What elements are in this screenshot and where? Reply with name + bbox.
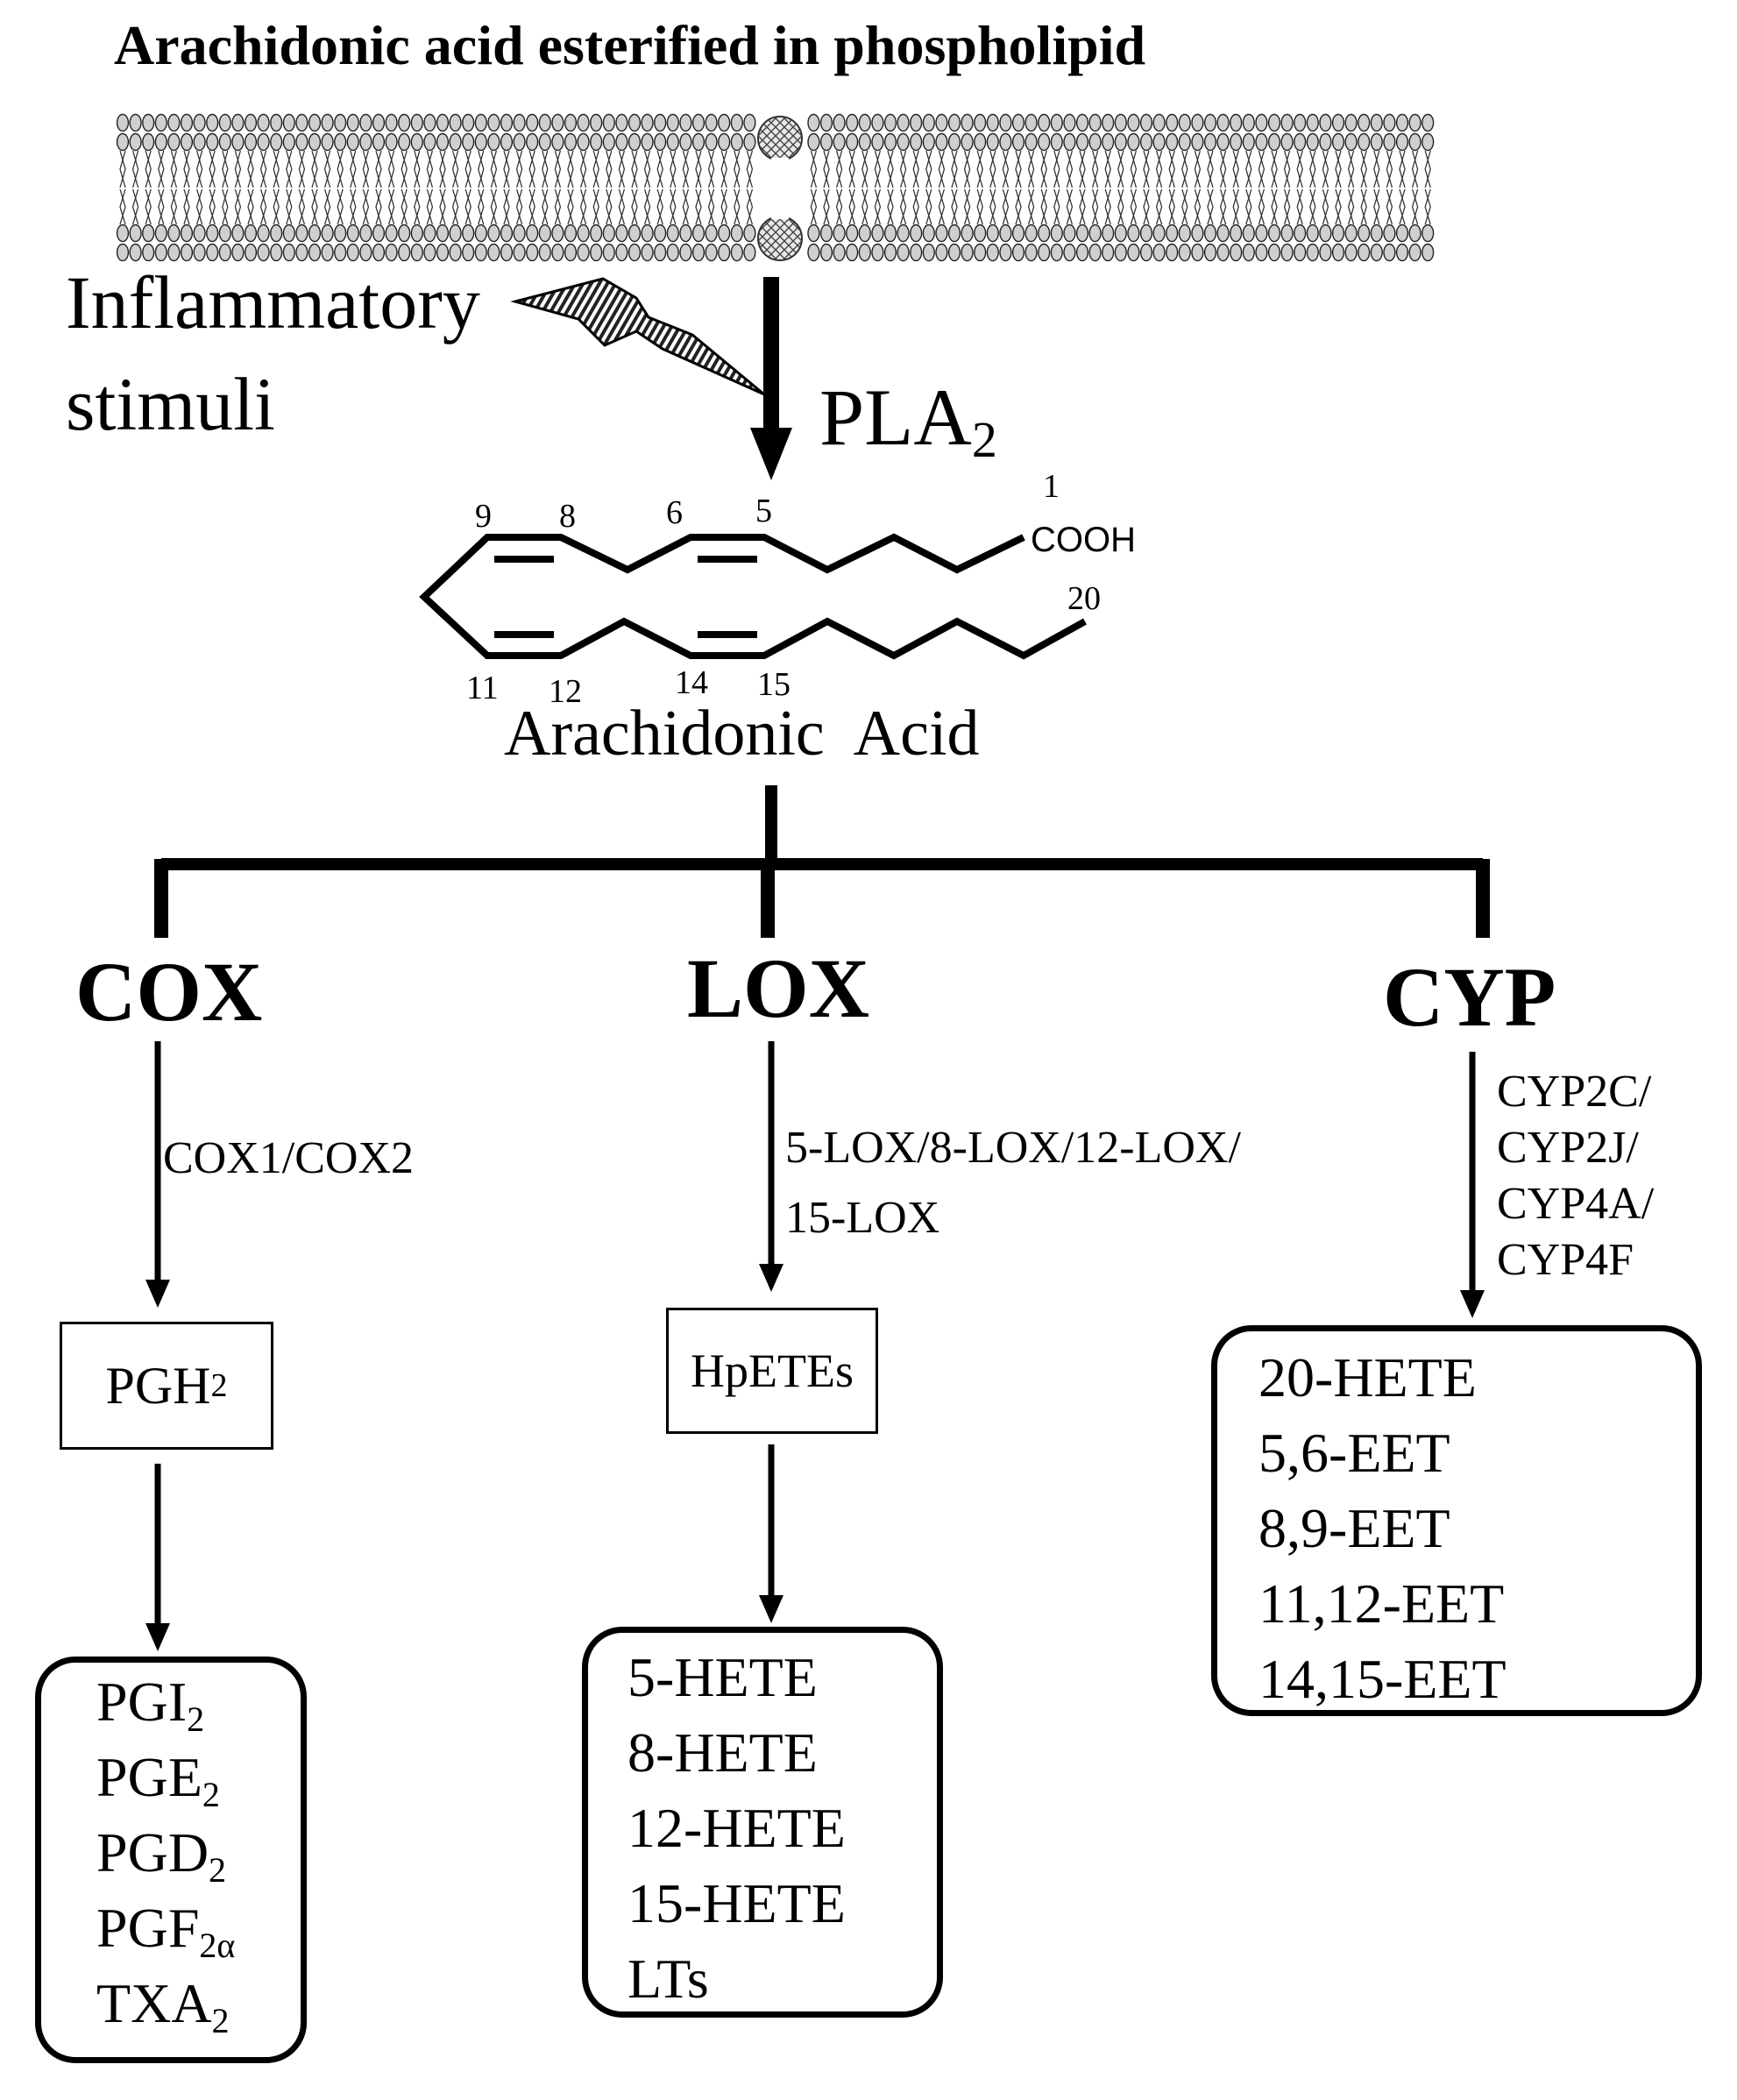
carbon-number-1: 1 [1043,468,1060,505]
lox-products-box [582,1627,943,2018]
molecule-name: Arachidonic Acid [504,698,980,770]
carbon-number-14: 14 [675,664,708,701]
cyp-product-item: 11,12-EET [1258,1572,1505,1635]
diagram-title: Arachidonic acid esterified in phospholi… [114,14,1146,76]
cyp-product-item: 20-HETE [1258,1346,1477,1408]
cox-enzyme-line: COX1/COX2 [163,1133,415,1183]
carbon-number-9: 9 [475,498,492,535]
carbon-number-8: 8 [559,498,576,535]
carbon-number-12: 12 [549,673,582,710]
branch-cox-label: COX [75,945,263,1039]
pathway-arrows [145,1041,1485,1651]
carbon-number-20: 20 [1067,580,1101,617]
cox-product-item: TXA2 [96,1972,230,2040]
cyp-product-item: 14,15-EET [1258,1648,1507,1710]
cyp-products-box [1211,1325,1702,1716]
cox-product-item: PGF2α [96,1897,236,1965]
membrane-protein [757,116,803,261]
cox-product-item: PGD2 [96,1821,227,1890]
hpetes-box: HpETEs [666,1308,878,1434]
lox-enzyme-line-2: 15-LOX [785,1193,940,1243]
carbon-number-15: 15 [757,666,791,703]
lox-product-item: 5-HETE [627,1646,818,1708]
cyp-product-item: 5,6-EET [1258,1422,1450,1484]
arachidonic-acid-structure [419,533,1087,660]
membrane-bilayer-heads [116,113,1435,262]
carbon-number-5: 5 [755,493,772,529]
lox-enzyme-line-1: 5-LOX/8-LOX/12-LOX/ [785,1123,1241,1173]
carbon-number-6: 6 [666,494,683,531]
carbon-number-11: 11 [466,670,499,706]
branch-lox-label: LOX [687,941,870,1035]
membrane-bilayer-tails [119,150,1431,225]
cyp-enzyme-line-4: CYP4F [1497,1235,1634,1285]
cyp-enzyme-line-1: CYP2C/ [1497,1067,1652,1117]
stimuli-label-line1: Inflammatory [66,260,480,344]
cox-product-item: PGE2 [96,1746,220,1814]
lox-product-item: 8-HETE [627,1721,818,1784]
branch-connector [154,785,1490,938]
branch-cyp-label: CYP [1383,950,1556,1044]
stimuli-label-line2: stimuli [66,362,275,446]
cox-products-box [35,1657,307,2063]
lox-product-item: 15-HETE [627,1872,846,1934]
pla2-arrow [750,277,792,480]
cyp-enzyme-line-3: CYP4A/ [1497,1179,1655,1229]
pla2-label: PLA2 [819,372,997,468]
lox-product-item: 12-HETE [627,1797,846,1859]
lightning-bolt-icon [510,277,765,396]
carboxyl-group: COOH [1031,521,1136,559]
lox-product-item: LTs [627,1947,709,2010]
cox-product-item: PGI2 [96,1671,205,1739]
cyp-enzyme-line-2: CYP2J/ [1497,1123,1639,1173]
cyp-product-item: 8,9-EET [1258,1497,1450,1559]
